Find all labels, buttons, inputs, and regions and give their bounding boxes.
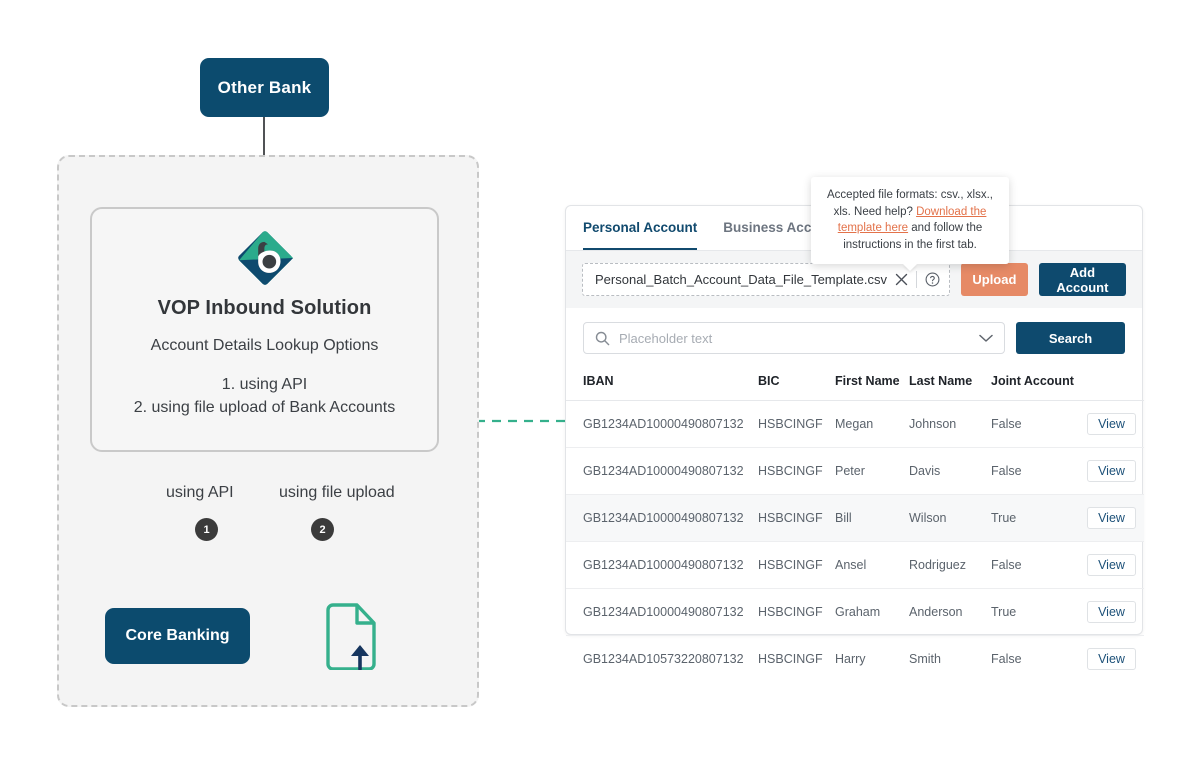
cell-last-name: Anderson [909, 588, 991, 636]
tooltip-line-1: Accepted file formats: csv., xlsx., xls. [827, 189, 993, 218]
view-button[interactable]: View [1087, 554, 1136, 576]
other-bank-label: Other Bank [217, 77, 312, 97]
cell-iban: GB1234AD10000490807132 [566, 494, 758, 542]
cell-joint-account: False [991, 447, 1079, 495]
cell-last-name: Smith [909, 652, 941, 666]
cell-bic: HSBCINGF [758, 541, 835, 589]
bank-diamond-logo-icon [237, 231, 293, 285]
search-row: Placeholder text Search [566, 308, 1142, 364]
other-bank-node[interactable]: Other Bank [200, 58, 329, 117]
cell-actions: View [1079, 494, 1144, 542]
column-header-last-name: Last Name [909, 364, 991, 401]
upload-button[interactable]: Upload [960, 263, 1028, 296]
cell-joint-account: False [991, 541, 1079, 589]
cell-first-name: Megan [835, 400, 909, 448]
view-button[interactable]: View [1087, 460, 1136, 482]
tooltip-line-2-suffix: and follow the instructions in the first… [843, 222, 983, 251]
cell-iban: GB1234AD10000490807132 [566, 541, 758, 589]
branch-label-file-upload: using file upload [279, 484, 395, 501]
branch-label-api: using API [166, 484, 234, 501]
vop-subtitle: Account Details Lookup Options [150, 337, 379, 354]
branch-number-2: 2 [311, 518, 334, 541]
view-button[interactable]: View [1087, 648, 1136, 670]
accounts-table: IBAN BIC First Name Last Name Joint Acco… [566, 364, 1144, 682]
table-header-row: IBAN BIC First Name Last Name Joint Acco… [566, 364, 1144, 401]
core-banking-label: Core Banking [125, 627, 230, 644]
cell-last-name: Johnson [909, 400, 991, 448]
field-divider [915, 271, 917, 288]
vop-inbound-solution-card: VOP Inbound Solution Account Details Loo… [90, 207, 439, 452]
cell-actions: View [1079, 447, 1144, 495]
cell-first-name: Graham [835, 588, 909, 636]
cell-bic: HSBCINGF [758, 494, 835, 542]
column-header-actions [1079, 364, 1144, 401]
search-icon [595, 331, 610, 346]
cell-last-name: Rodriguez [909, 541, 991, 589]
file-upload-icon [320, 602, 382, 671]
file-format-tooltip: Accepted file formats: csv., xlsx., xls.… [811, 177, 1009, 264]
cell-joint-account: False [991, 652, 1022, 666]
cell-iban: GB1234AD10000490807132 [566, 447, 758, 495]
view-button[interactable]: View [1087, 413, 1136, 435]
download-template-link[interactable]: Download the template here [837, 205, 987, 235]
account-management-panel: Personal Account Business Account Person… [565, 205, 1144, 670]
cell-first-name: Ansel [835, 541, 909, 589]
add-account-button[interactable]: Add Account [1038, 263, 1126, 296]
column-header-iban: IBAN [566, 364, 758, 401]
search-input[interactable]: Placeholder text [619, 330, 713, 346]
branch-number-1: 1 [195, 518, 218, 541]
view-button[interactable]: View [1087, 507, 1136, 529]
tab-personal-account[interactable]: Personal Account [583, 220, 698, 250]
table-row: GB1234AD10573220807132 HSBCINGF Harry Smith… [566, 636, 1144, 683]
search-field[interactable]: Placeholder text [583, 322, 1005, 354]
view-button[interactable]: View [1087, 601, 1136, 623]
question-circle-icon[interactable] [925, 272, 940, 287]
cell-actions: View [1079, 588, 1144, 636]
cell-first-name: Harry [835, 652, 866, 666]
cell-bic: HSBCINGF [758, 588, 835, 636]
cell-joint-account: True [991, 494, 1079, 542]
search-button[interactable]: Search [1016, 322, 1125, 354]
close-x-icon[interactable] [895, 273, 908, 286]
vop-title: VOP Inbound Solution [157, 297, 372, 319]
cell-first-name: Bill [835, 494, 909, 542]
vop-option-2: 2. using file upload of Bank Accounts [133, 399, 396, 416]
cell-actions: View [1079, 541, 1144, 589]
selected-file-name: Personal_Batch_Account_Data_File_Templat… [595, 272, 887, 287]
cell-first-name: Peter [835, 447, 909, 495]
cell-iban: GB1234AD10573220807132 [583, 652, 744, 666]
column-header-first-name: First Name [835, 364, 909, 401]
cell-bic: HSBCINGF [758, 447, 835, 495]
cell-actions: View [1079, 636, 1144, 683]
chevron-down-icon[interactable] [979, 334, 993, 343]
cell-last-name: Davis [909, 447, 991, 495]
cell-bic: HSBCINGF [758, 400, 835, 448]
cell-joint-account: True [991, 588, 1079, 636]
cell-bic: HSBCINGF [758, 652, 823, 666]
column-header-bic: BIC [758, 364, 835, 401]
cell-joint-account: False [991, 400, 1079, 448]
tooltip-line-2-prefix: Need help? [854, 205, 917, 218]
column-header-joint-account: Joint Account [991, 364, 1079, 401]
cell-iban: GB1234AD10000490807132 [566, 588, 758, 636]
file-name-field[interactable]: Personal_Batch_Account_Data_File_Templat… [582, 263, 950, 296]
core-banking-node[interactable]: Core Banking [105, 608, 250, 664]
cell-last-name: Wilson [909, 494, 991, 542]
cell-actions: View [1079, 400, 1144, 448]
cell-iban: GB1234AD10000490807132 [566, 400, 758, 448]
vop-option-1: 1. using API [221, 376, 308, 393]
file-upload-row: Personal_Batch_Account_Data_File_Templat… [566, 251, 1142, 308]
